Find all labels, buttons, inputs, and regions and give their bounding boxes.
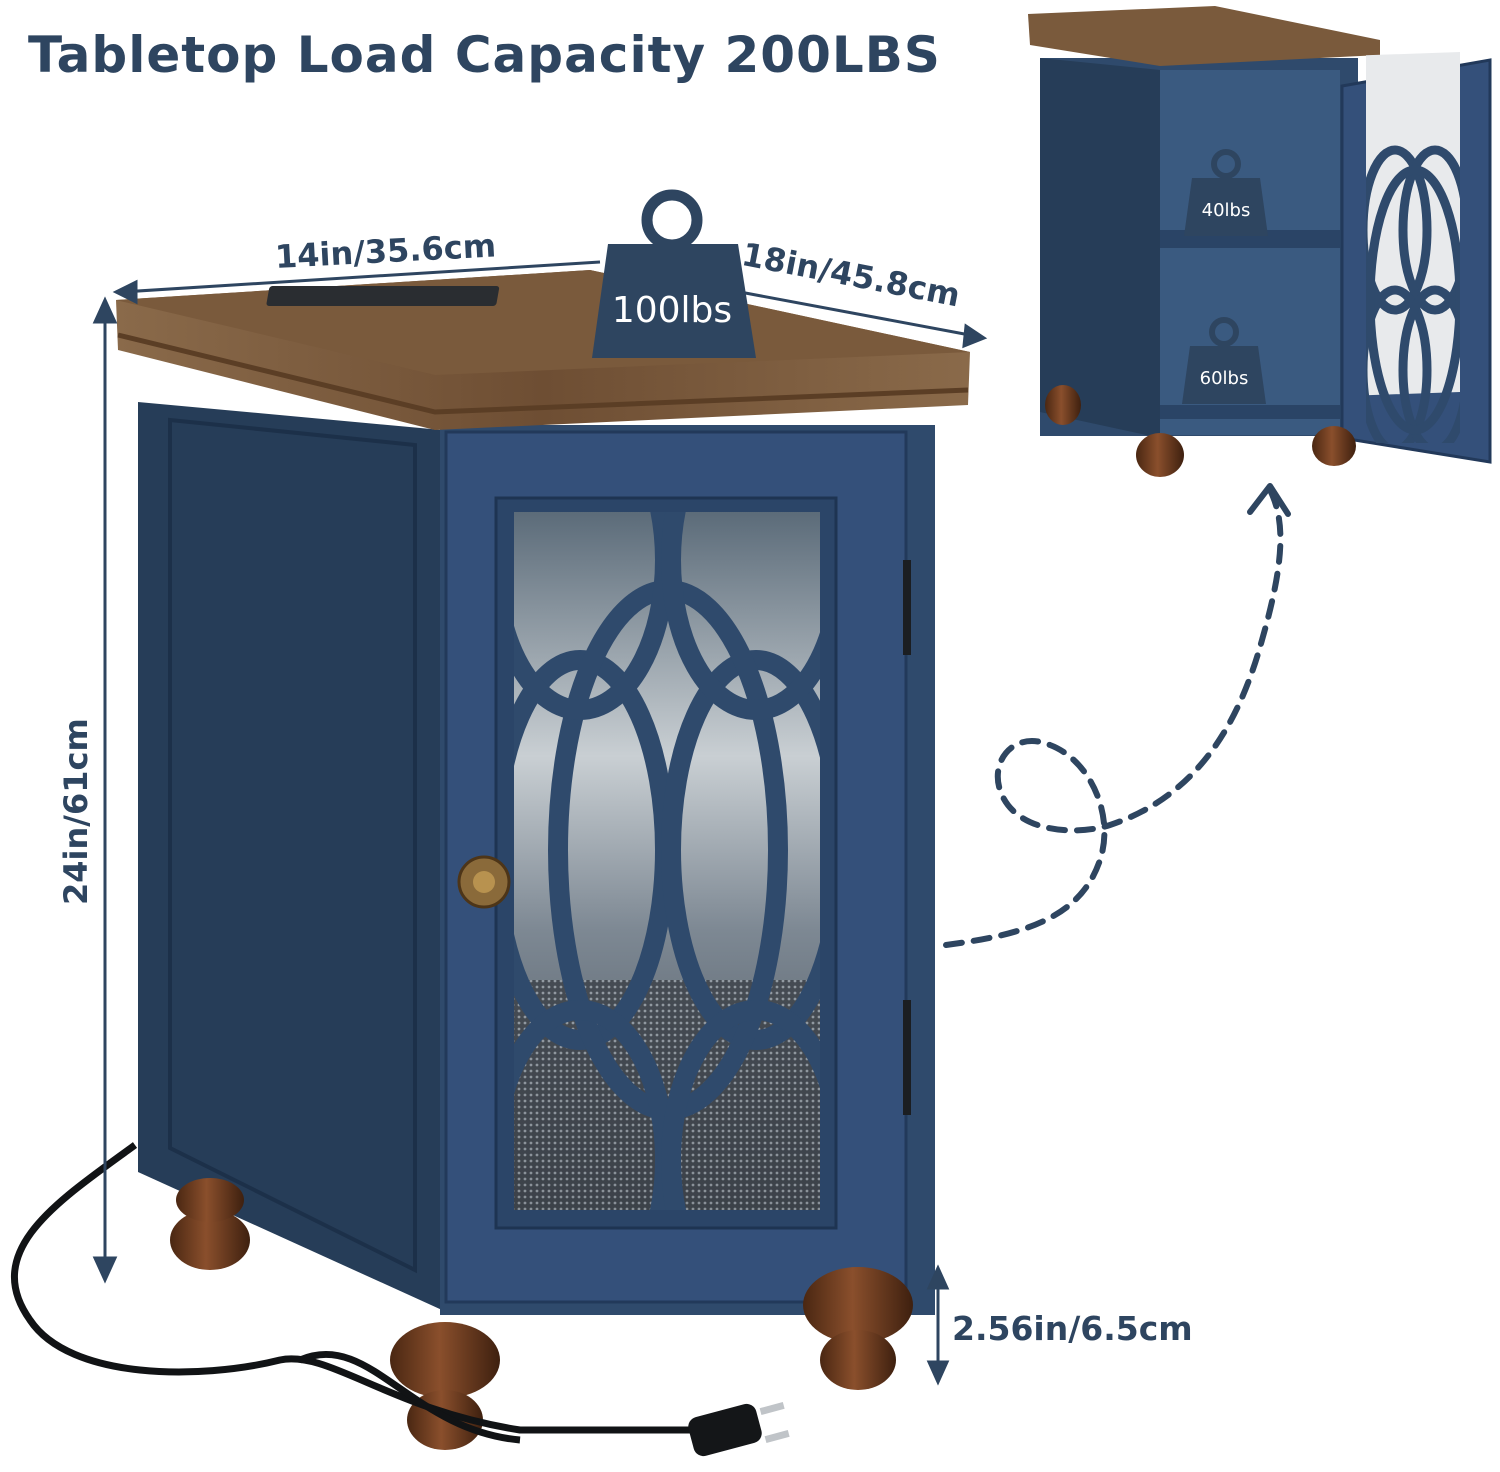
- width-arrow-line: [121, 260, 601, 294]
- thumb-weight-icon-upper: [1184, 149, 1268, 236]
- plug-prong-top: [759, 1401, 785, 1415]
- leg-height-dimension-label: 2.56in/6.5cm: [952, 1309, 1193, 1348]
- tabletop-weight-label: 100lbs: [611, 290, 733, 331]
- height-arrow-head-top: [92, 296, 118, 324]
- open-cabinet-thumbnail: [1028, 6, 1492, 477]
- power-plug: [688, 1403, 762, 1457]
- main-cabinet: [11, 270, 970, 1457]
- door-knob-center: [473, 871, 495, 893]
- door-hinge-top: [903, 560, 911, 655]
- depth-arrow-line: [739, 290, 976, 338]
- tabletop-edge: [117, 332, 969, 415]
- thumb-shelf-lower: [1160, 405, 1340, 419]
- plug-prong-bottom: [764, 1429, 790, 1443]
- weight-icon: [592, 189, 756, 358]
- thumb-door-lattice: [1366, 145, 1460, 443]
- leg-arrow-head-top: [926, 1264, 950, 1290]
- upper-shelf-weight-label: 40lbs: [1201, 200, 1251, 221]
- dashed-connector-arrowhead: [1247, 483, 1291, 517]
- leg-arrow-head-bottom: [926, 1360, 950, 1386]
- dashed-connector-line: [943, 487, 1284, 948]
- power-cord: [11, 1142, 700, 1434]
- dimension-arrows: [92, 260, 988, 1386]
- thumb-weight-icon-lower: [1182, 317, 1266, 404]
- thumb-leg-front-right: [1312, 426, 1356, 466]
- thumb-leg-back: [1045, 385, 1081, 425]
- power-cord-loop: [298, 1351, 521, 1444]
- thumb-side-panel: [1040, 58, 1160, 438]
- thumb-tabletop: [1028, 6, 1380, 66]
- headline: Tabletop Load Capacity 200LBS: [28, 26, 941, 84]
- height-arrow-head-bottom: [92, 1256, 118, 1284]
- cabinet-legs: [170, 1178, 913, 1450]
- depth-arrow-head-right: [962, 323, 988, 349]
- door-hinge-bottom: [903, 1000, 911, 1115]
- height-dimension-label: 24in/61cm: [57, 718, 95, 905]
- width-arrow-head-left: [112, 279, 138, 305]
- cabinet-side-panel: [138, 402, 442, 1310]
- lower-shelf-weight-label: 60lbs: [1199, 368, 1249, 389]
- side-panel-molding: [168, 417, 417, 1274]
- wireless-charging-strip: [266, 286, 500, 306]
- thumb-leg-front-left: [1136, 433, 1184, 477]
- glass-lattice: [514, 512, 820, 1210]
